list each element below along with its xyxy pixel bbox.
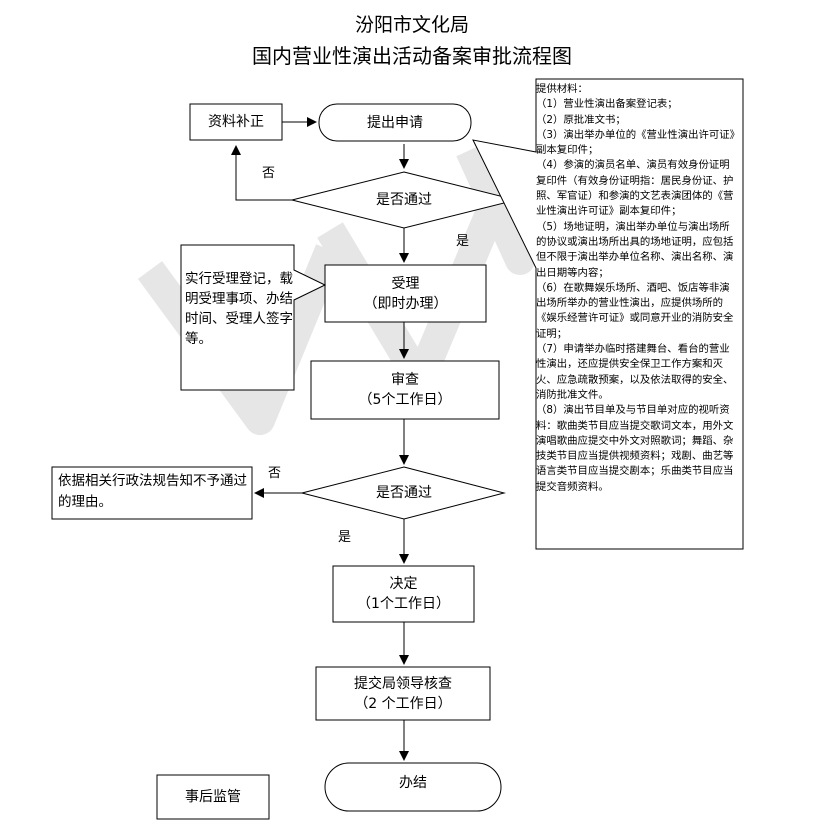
materials-item-1: （1）营业性演出备案登记表； (536, 98, 678, 111)
leader-sublabel: （2 个工作日） (354, 695, 452, 712)
decide-node: 决定 （1个工作日） (333, 566, 474, 622)
leader-node: 提交局领导核查 （2 个工作日） (316, 667, 490, 720)
reject-label: 依据相关行政法规告知不予通过的理由。 (58, 473, 247, 510)
apply-terminal (318, 103, 472, 142)
finish-node: 办结 (325, 763, 501, 803)
review-node: 审查 （5个工作日） (311, 361, 499, 419)
check1-node: 是否通过 (330, 185, 478, 215)
review-sublabel: （5个工作日） (358, 392, 452, 408)
review-box (310, 360, 500, 420)
materials-item-2: （2）原批准文书； (536, 113, 626, 126)
apply-label: 提出申请 (367, 114, 423, 131)
apply-node: 提出申请 (319, 104, 471, 141)
connectors (231, 117, 409, 761)
materials-item-5: （5）场地证明，演出举办单位与演出场所的协议或演出场所出具的场地证明，应包括但不… (536, 220, 734, 279)
materials-item-7: （7）申请举办临时搭建舞台、看台的营业性演出，还应提供安全保卫工作方案和灭火、应… (536, 343, 734, 401)
supervise-node: 事后监管 (157, 775, 269, 819)
edge-label-yes-1: 是 (456, 234, 470, 249)
accept-node: 受理 （即时办理） (325, 265, 486, 322)
decide-label: 决定 (389, 576, 418, 592)
supplement-box (189, 103, 283, 141)
leader-box (315, 666, 491, 721)
edge-label-no-1: 否 (262, 166, 276, 181)
materials-callout (472, 78, 744, 550)
reject-node: 依据相关行政法规告知不予通过的理由。 (58, 470, 248, 514)
edge-label-yes-2: 是 (338, 530, 352, 545)
materials-list: 提供材料： （1）营业性演出备案登记表； （2）原批准文书； （3）演出举办单位… (536, 82, 739, 495)
check2-label: 是否通过 (376, 485, 432, 501)
review-label: 审查 (391, 372, 419, 388)
supplement-label: 资料补正 (208, 114, 264, 130)
finish-label: 办结 (399, 775, 427, 791)
accept-box (324, 264, 487, 323)
supervise-box (156, 774, 270, 820)
leader-label: 提交局领导核查 (354, 675, 452, 692)
materials-header: 提供材料： (536, 83, 588, 95)
supplement-node: 资料补正 (190, 104, 282, 140)
accept-note-callout (180, 244, 327, 391)
edge-label-no-2: 否 (268, 466, 282, 481)
accept-note: 实行受理登记，载明受理事项、办结时间、受理人签字等。 (185, 271, 293, 347)
decide-sublabel: （1个工作日） (357, 596, 450, 612)
decide-box (332, 565, 475, 623)
materials-item-8: （8）演出节目单及与节目单对应的视听资料：歌曲类节目应当提交歌词文本，用外文演唱… (536, 404, 734, 493)
check1-label: 是否通过 (376, 192, 432, 208)
finish-terminal (324, 762, 502, 812)
materials-item-3: （3）演出举办单位的《营业性演出许可证》副本复印件； (536, 128, 735, 157)
accept-sublabel: （即时办理） (363, 295, 448, 312)
accept-label: 受理 (391, 275, 420, 292)
materials-item-6: （6）在歌舞娱乐场所、酒吧、饭店等非演出场所举办的营业性演出，应提供场所的《娱乐… (536, 281, 734, 340)
supervise-label: 事后监管 (185, 789, 241, 805)
reject-box (51, 466, 253, 520)
check2-node: 是否通过 (335, 478, 473, 508)
materials-item-4: （4）参演的演员名单、演员有效身份证明复印件（有效身份证明指：居民身份证、护照、… (536, 159, 734, 218)
page-title: 国内营业性演出活动备案审批流程图 (252, 44, 572, 68)
org-title: 汾阳市文化局 (354, 14, 469, 36)
